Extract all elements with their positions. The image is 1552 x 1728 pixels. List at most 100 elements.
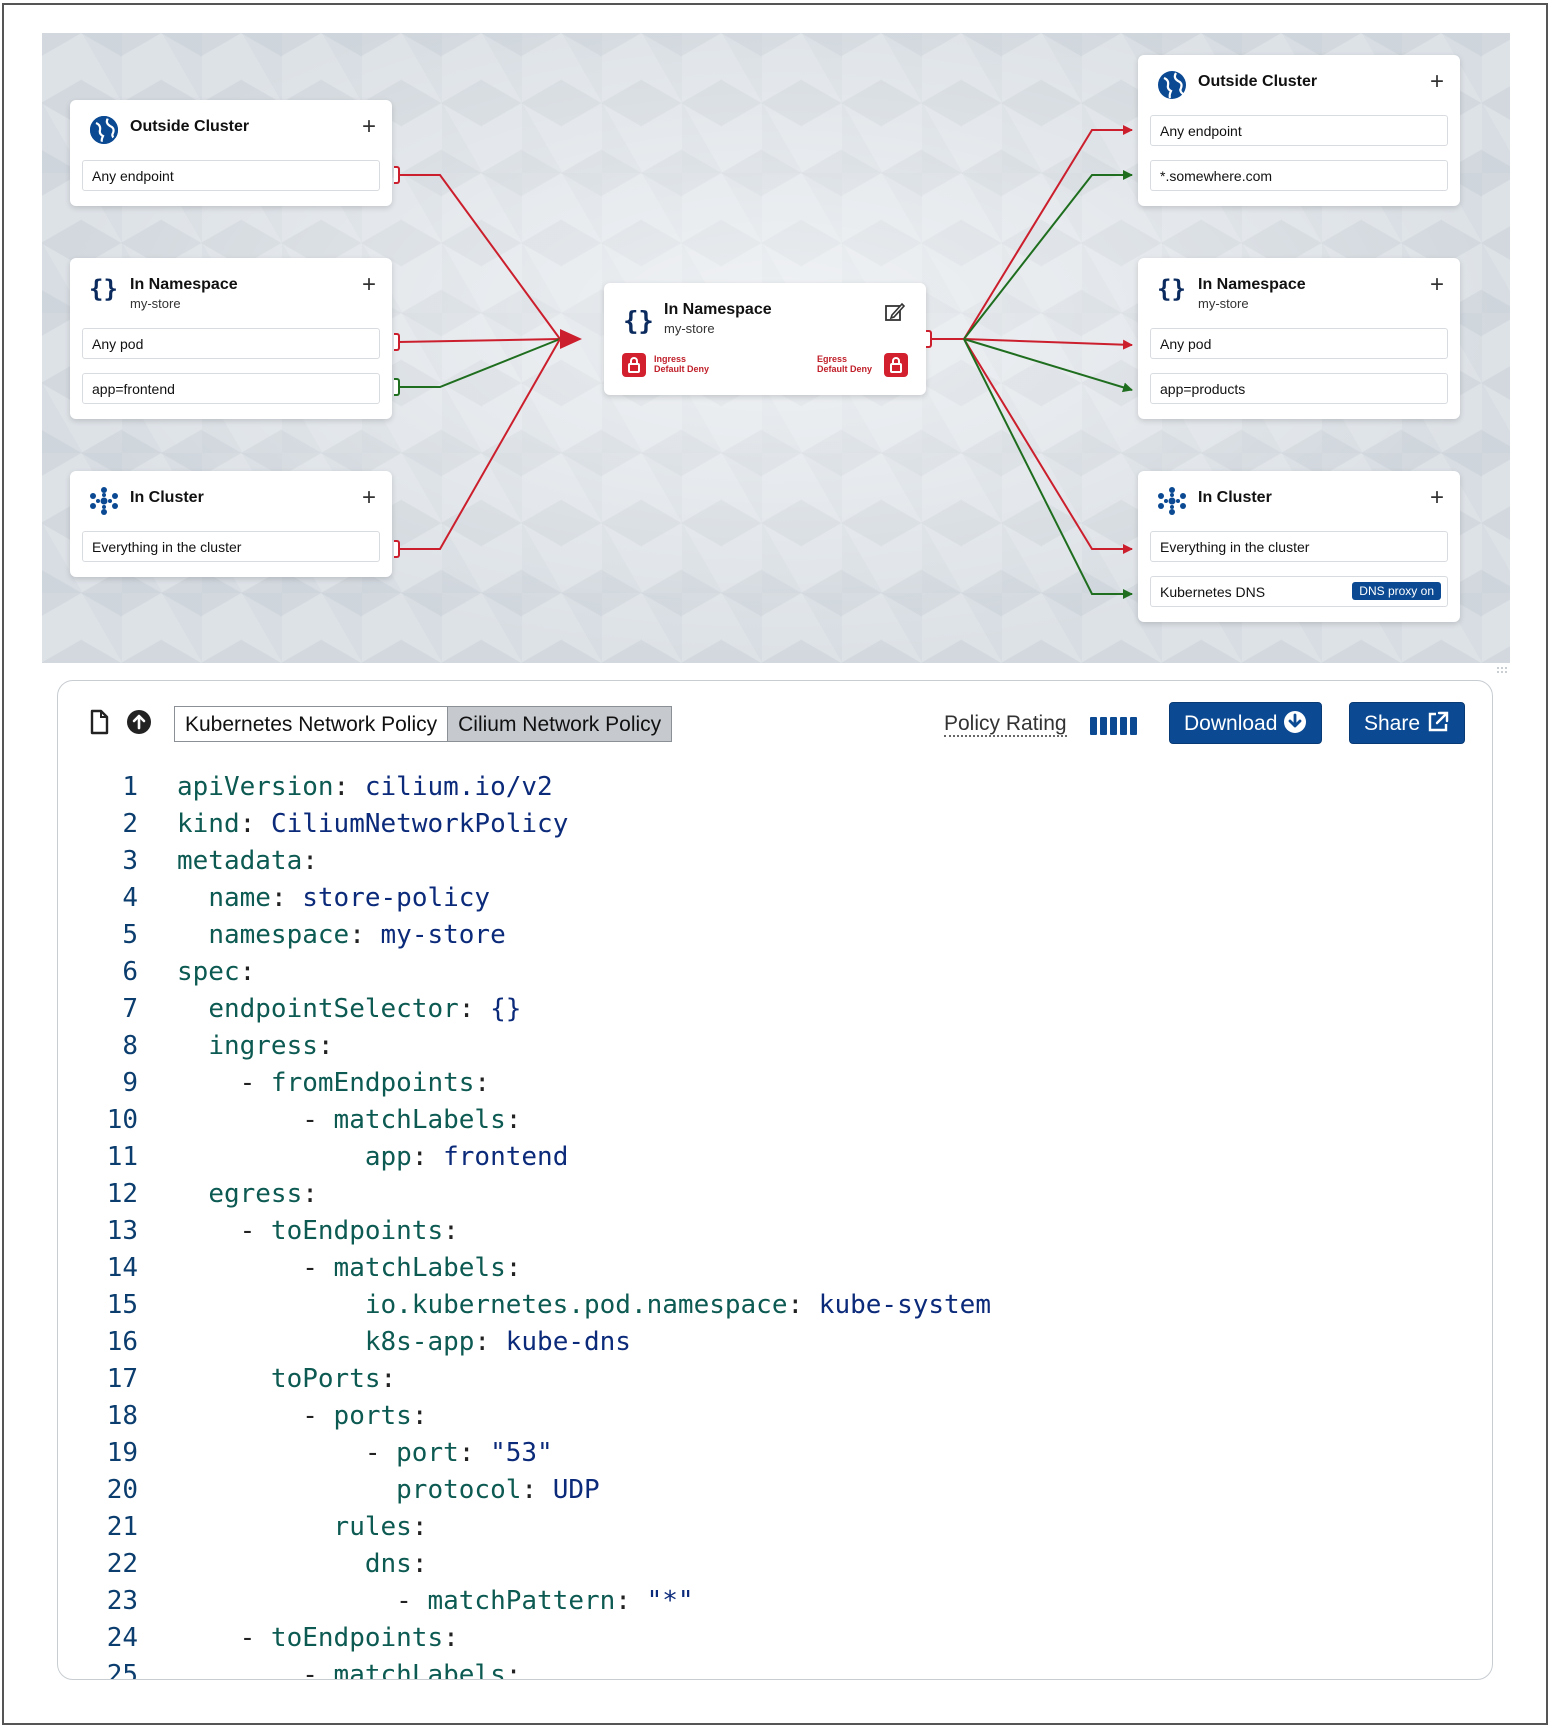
rule-row[interactable]: Everything in the cluster [82,531,380,562]
indent [177,1179,208,1209]
globe-icon [1158,71,1186,99]
yaml-key: egress [208,1179,303,1209]
connector-port[interactable] [926,330,932,348]
line-content: k8s-app: kube-dns [177,1324,631,1361]
yaml-key: rules [333,1512,412,1542]
add-rule-button[interactable]: + [361,484,376,511]
colon: : [411,1512,444,1542]
yaml-key: toPorts [270,1364,381,1394]
line-content: protocol: UDP [177,1472,600,1509]
colon: : [270,883,303,913]
add-rule-button[interactable]: + [361,113,376,140]
yaml-key: matchLabels [333,1660,506,1680]
colon: : [505,1105,538,1135]
rule-row-dns[interactable]: Kubernetes DNS DNS proxy on [1150,576,1448,607]
line-number: 8 [122,1031,138,1061]
yaml-key: matchLabels [333,1253,506,1283]
line-content: - port: "53" [177,1435,553,1472]
rule-row[interactable]: Any pod [1150,328,1448,359]
rule-label: Kubernetes DNS [1160,584,1266,600]
rating-bar [1090,717,1097,735]
new-file-icon[interactable] [86,709,112,735]
rule-row[interactable]: Any pod [82,328,380,359]
rule-row[interactable]: *.somewhere.com [1150,160,1448,191]
connector-port[interactable] [394,333,400,351]
indent: - [177,1401,334,1431]
upload-icon[interactable] [126,709,152,735]
connector-port[interactable] [394,166,400,184]
add-rule-button[interactable]: + [361,271,376,298]
edit-icon[interactable] [884,301,906,323]
egress-lock-icon[interactable] [884,353,908,377]
code-line: 25 - matchLabels: [58,1657,1492,1680]
policy-rating-label[interactable]: Policy Rating [944,712,1067,737]
add-rule-button[interactable]: + [1429,484,1444,511]
indent [177,1290,365,1320]
svg-text:{}: {} [1157,275,1186,303]
line-number: 22 [106,1549,138,1579]
card-subtitle: my-store [130,296,181,311]
edge-center-to-products [963,338,1133,393]
rule-row[interactable]: Everything in the cluster [1150,531,1448,562]
download-button[interactable]: Download [1169,702,1323,744]
line-number: 19 [106,1438,138,1468]
connector-port[interactable] [394,378,400,396]
edge-center-to-cluster [963,338,1133,554]
indent [177,1364,271,1394]
code-line: 21 rules: [58,1509,1492,1546]
colon: : [239,957,271,987]
line-number: 15 [106,1290,138,1320]
line-content: io.kubernetes.pod.namespace: kube-system [177,1287,991,1324]
yaml-value: "53" [490,1438,553,1468]
card-title: In Namespace [664,301,772,318]
line-number: 3 [122,846,138,876]
colon: : [443,1623,475,1653]
card-title: Outside Cluster [130,118,250,135]
line-number: 17 [106,1364,138,1394]
tab-cilium-network-policy[interactable]: Cilium Network Policy [447,707,672,741]
add-rule-button[interactable]: + [1429,271,1444,298]
rule-row[interactable]: app=frontend [82,373,380,404]
add-rule-button[interactable]: + [1429,68,1444,95]
line-number: 25 [106,1660,138,1680]
line-number: 11 [106,1142,138,1172]
resize-handle-icon[interactable] [1496,666,1510,674]
yaml-key: toEndpoints [270,1216,444,1246]
ingress-lock-icon[interactable] [622,353,646,377]
colon: : [380,1364,412,1394]
policy-type-tabs: Kubernetes Network Policy Cilium Network… [174,706,673,742]
line-content: namespace: my-store [177,917,505,954]
line-content: name: store-policy [177,880,490,917]
rule-row[interactable]: Any endpoint [1150,115,1448,146]
colon: : [458,1438,491,1468]
card-left-in-cluster: In Cluster + Everything in the cluster [70,471,392,577]
braces-icon: {} [623,307,654,337]
code-line: 4 name: store-policy [58,880,1492,917]
rule-row[interactable]: Any endpoint [82,160,380,191]
policy-editor-panel: Kubernetes Network Policy Cilium Network… [57,680,1493,1680]
code-line: 19 - port: "53" [58,1435,1492,1472]
connector-port[interactable] [394,540,400,558]
share-button[interactable]: Share [1349,702,1466,744]
colon: : [302,846,334,876]
tab-kubernetes-network-policy[interactable]: Kubernetes Network Policy [185,713,438,736]
code-line: 9 - fromEndpoints: [58,1065,1492,1102]
line-number: 4 [122,883,138,913]
indent: - [177,1216,271,1246]
colon: : [302,1179,334,1209]
rating-bar [1120,717,1127,735]
yaml-key: matchPattern [427,1586,616,1616]
line-content: toPorts: [177,1361,412,1398]
yaml-key: kind [177,809,240,839]
card-left-outside-cluster: Outside Cluster + Any endpoint [70,100,392,206]
rule-row[interactable]: app=products [1150,373,1448,404]
indent: - [177,1660,334,1680]
colon: : [521,1475,553,1505]
line-content: apiVersion: cilium.io/v2 [177,769,553,806]
card-title: In Namespace [1198,276,1306,293]
